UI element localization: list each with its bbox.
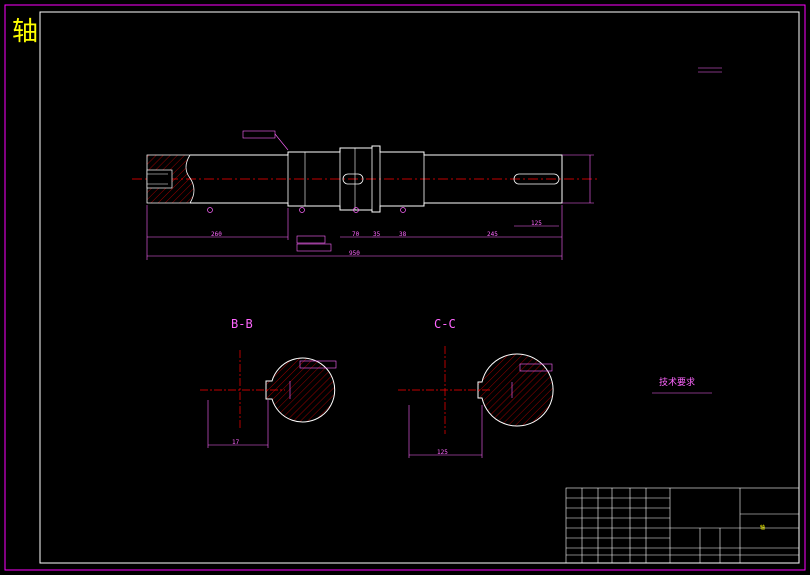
dim-keyway-length: 125 (531, 220, 542, 227)
dim-left-length: 260 (211, 231, 222, 238)
dim-right-length: 245 (487, 231, 498, 238)
surface-note (698, 67, 722, 73)
section-bb (200, 350, 337, 448)
tech-requirements-heading: 技术要求 (659, 376, 695, 388)
dim-mid-1: 70 (352, 231, 360, 238)
drawing-title: 轴 (12, 17, 38, 47)
dim-mid-3: 38 (399, 231, 407, 238)
keyway-middle (342, 173, 364, 185)
dim-bb-width: 17 (232, 439, 240, 446)
keyway-right (513, 173, 560, 185)
dim-mid-2: 35 (373, 231, 381, 238)
section-cc (398, 346, 554, 458)
titleblock-drawing-name: 轴 (760, 524, 765, 531)
title-block (565, 487, 800, 564)
dim-total-length: 950 (349, 250, 360, 257)
tolerance-frames (242, 130, 332, 252)
section-cc-label: C-C (434, 317, 456, 331)
dim-cc-width: 125 (437, 449, 448, 456)
dimensions (146, 154, 594, 260)
section-bb-label: B-B (231, 317, 253, 331)
shaft-main-view (132, 145, 598, 213)
threaded-hole (146, 169, 173, 189)
outer-border (4, 4, 806, 571)
inner-border (39, 11, 800, 564)
